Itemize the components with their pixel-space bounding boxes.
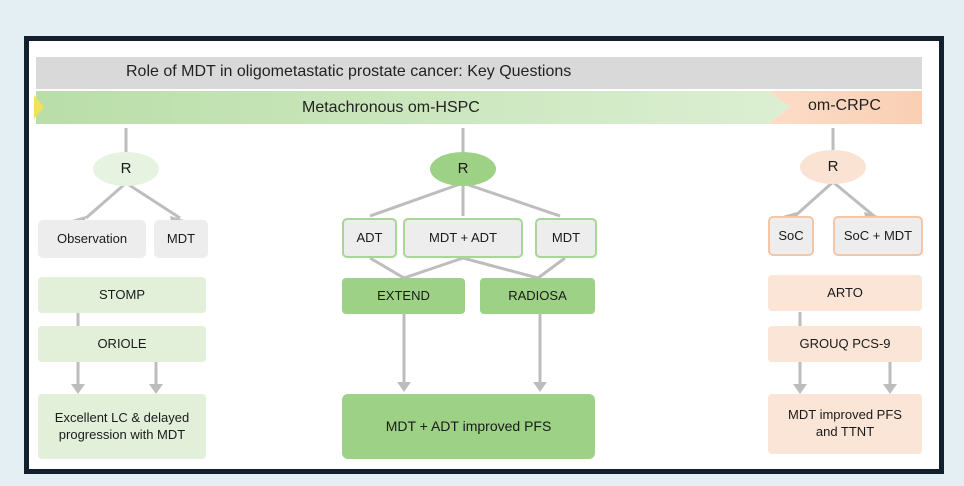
middle-arm-mdt-adt: MDT + ADT [403,218,523,258]
left-result: Excellent LC & delayed progression with … [38,394,206,459]
left-trial-stomp: STOMP [38,277,206,313]
left-arm-mdt: MDT [154,220,208,258]
crpc-phase-arrow [768,91,922,124]
left-randomization-node: R [93,152,159,186]
right-randomization-node: R [800,150,866,184]
middle-trial-extend: EXTEND [342,278,465,314]
middle-result: MDT + ADT improved PFS [342,394,595,459]
crpc-phase-label: om-CRPC [808,97,881,114]
left-arm-observation: Observation [38,220,146,258]
left-trial-oriole: ORIOLE [38,326,206,362]
right-arm-soc-mdt: SoC + MDT [833,216,923,256]
right-result: MDT improved PFS and TTNT [768,394,922,454]
middle-arm-mdt: MDT [535,218,597,258]
title-bar [36,57,922,89]
hspc-start-marker [34,95,44,119]
right-trial-arto: ARTO [768,275,922,311]
right-arm-soc: SoC [768,216,814,256]
slide-title: Role of MDT in oligometastatic prostate … [126,63,572,80]
right-trial-grouq-pcs9: GROUQ PCS-9 [768,326,922,362]
hspc-phase-arrow [36,91,790,124]
middle-trial-radiosa: RADIOSA [480,278,595,314]
middle-randomization-node: R [430,152,496,186]
middle-arm-adt: ADT [342,218,397,258]
hspc-phase-label: Metachronous om-HSPC [302,99,480,116]
